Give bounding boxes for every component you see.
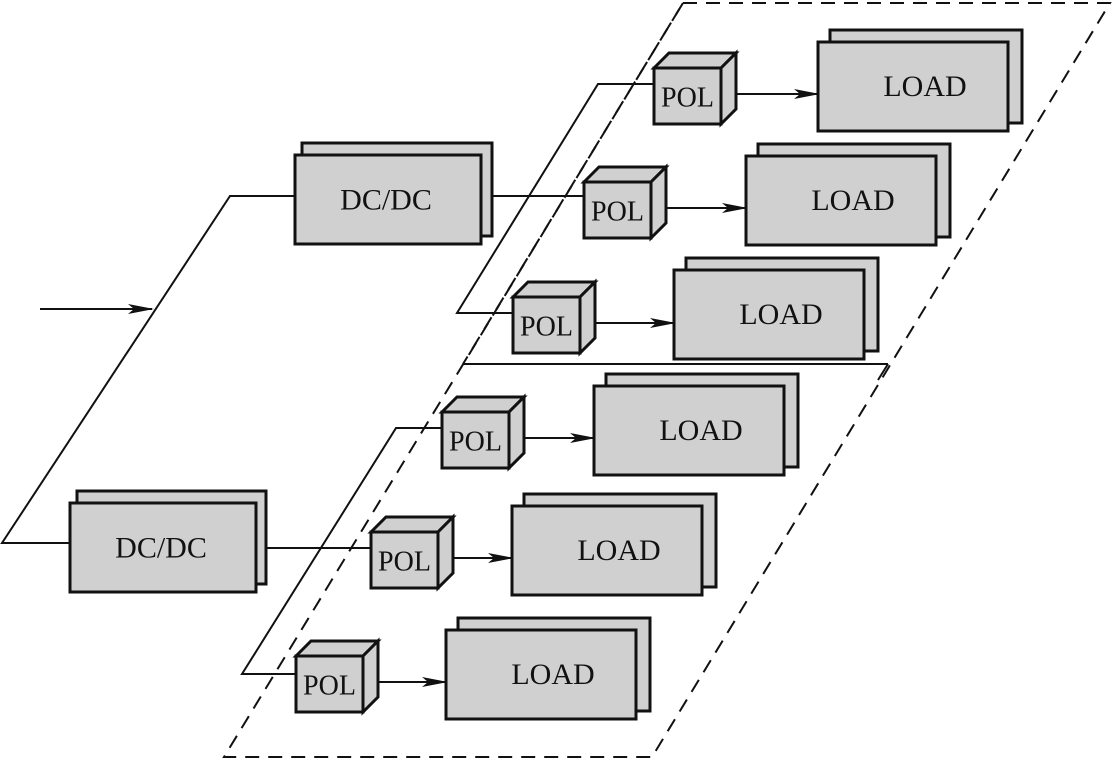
branch-group-upper-3: POL LOAD [509, 256, 880, 361]
pol-converter: POL [580, 163, 670, 242]
load-label: LOAD [511, 658, 594, 691]
load-label: LOAD [883, 70, 966, 103]
load-block: LOAD [816, 28, 1024, 133]
pol-cube-front [582, 180, 653, 240]
pol-converter: POL [367, 513, 457, 592]
branch-group-lower-1: POL LOAD [438, 372, 800, 477]
load-front-layer [816, 40, 1010, 133]
pol-converter: POL [509, 278, 599, 357]
load-label: LOAD [577, 534, 660, 567]
branch-group-lower-2: POL LOAD [367, 492, 718, 597]
pol-converter: POL [292, 637, 382, 716]
input-bus [0, 195, 297, 544]
load-block: LOAD [672, 256, 880, 361]
load-front-layer [444, 628, 638, 721]
dcdc-converter-upper: DC/DC [293, 141, 494, 246]
inner-dashed-edge [462, 2, 684, 365]
pol-cube-front [511, 295, 582, 355]
load-block: LOAD [510, 492, 718, 597]
pol-cube-front [369, 530, 440, 590]
pol-label: POL [661, 83, 714, 114]
lower-group-bus [240, 427, 442, 675]
branch-group-upper-2: POL LOAD [580, 142, 952, 247]
load-front-layer [744, 154, 938, 247]
load-front-layer [672, 268, 866, 361]
dcdc-converter-lower: DC/DC [68, 489, 268, 594]
upper-group-bus [455, 83, 654, 314]
branch-group-upper-1: POL LOAD [650, 28, 1024, 133]
pol-cube-side [578, 278, 597, 357]
load-label: LOAD [811, 184, 894, 217]
load-block: LOAD [592, 372, 800, 477]
pol-label: POL [520, 312, 573, 343]
pol-label: POL [303, 671, 356, 702]
load-label: LOAD [659, 414, 742, 447]
pol-label: POL [591, 197, 644, 228]
pol-cube-side [507, 393, 526, 472]
pol-label: POL [449, 427, 502, 458]
load-label: LOAD [739, 298, 822, 331]
load-block: LOAD [744, 142, 952, 247]
branch-group-lower-3: POL LOAD [292, 616, 652, 721]
pol-cube-front [652, 66, 723, 126]
dcdc-upper-label: DC/DC [340, 184, 432, 217]
load-front-layer [592, 384, 786, 477]
upper-group-divider-right-edge [877, 363, 889, 381]
pol-converter: POL [650, 49, 740, 128]
pol-cube-side [436, 513, 455, 592]
load-block: LOAD [444, 616, 652, 721]
pol-cube-side [649, 163, 668, 242]
pol-label: POL [378, 547, 431, 578]
pol-cube-front [440, 410, 511, 470]
dcdc-lower-label: DC/DC [115, 532, 207, 565]
pol-converter: POL [438, 393, 528, 472]
pol-cube-side [719, 49, 738, 128]
load-front-layer [510, 504, 704, 597]
outer-dashed-boundary [222, 2, 1112, 758]
pol-cube-front [294, 654, 365, 714]
pol-cube-side [361, 637, 380, 716]
